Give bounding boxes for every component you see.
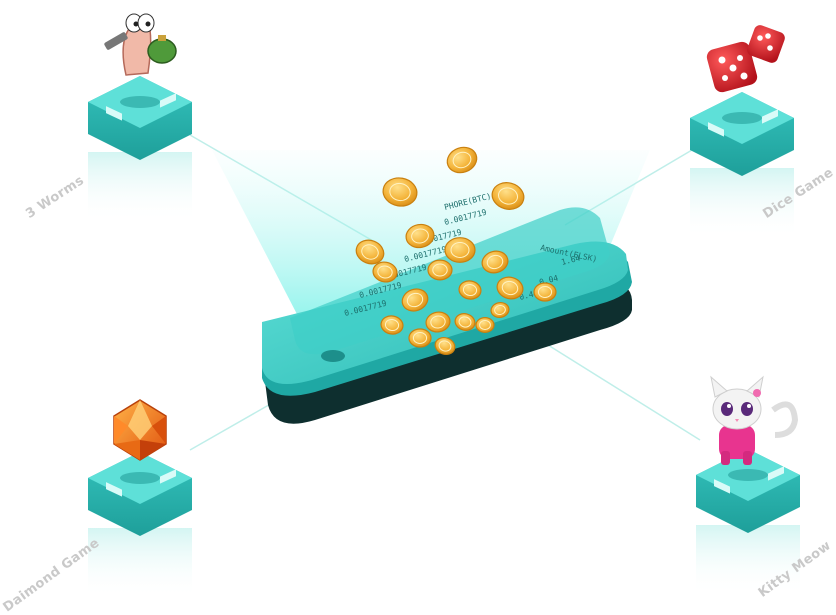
coin bbox=[427, 259, 453, 281]
coin bbox=[491, 182, 525, 210]
coin-ring bbox=[494, 304, 506, 316]
game-pedestal-kitty bbox=[696, 449, 800, 595]
coin bbox=[425, 311, 451, 333]
coin-ring bbox=[406, 292, 424, 308]
coin bbox=[405, 223, 435, 249]
coin-ring bbox=[361, 244, 379, 260]
coin-ring bbox=[377, 265, 393, 279]
coin bbox=[434, 336, 456, 356]
coin-ring bbox=[486, 254, 504, 270]
coin bbox=[355, 239, 385, 265]
coin-ring bbox=[389, 182, 411, 202]
coin-ring bbox=[432, 263, 448, 277]
coin-ring bbox=[450, 242, 470, 258]
coin bbox=[372, 261, 398, 283]
coin-ring bbox=[458, 316, 472, 328]
worm-character-icon bbox=[104, 13, 177, 76]
flying-coins bbox=[355, 146, 557, 356]
coin-ring bbox=[438, 340, 452, 352]
coin bbox=[401, 288, 429, 312]
coin-ring bbox=[497, 187, 519, 205]
game-pedestal-worms bbox=[88, 76, 192, 222]
coin-ring bbox=[384, 318, 400, 332]
coin bbox=[444, 237, 476, 263]
dice-icon bbox=[706, 25, 785, 93]
diamond-gem-icon bbox=[113, 399, 167, 461]
coin-ring bbox=[411, 228, 429, 244]
coin bbox=[490, 301, 510, 319]
coin-ring bbox=[452, 151, 472, 169]
coin bbox=[475, 317, 495, 333]
coin bbox=[496, 276, 524, 300]
coin bbox=[481, 250, 509, 274]
coin bbox=[382, 177, 418, 207]
coin-ring bbox=[462, 283, 478, 297]
coin bbox=[454, 313, 476, 331]
kitty-cat-icon bbox=[710, 375, 799, 465]
game-pedestal-dice bbox=[690, 92, 794, 238]
coin-ring bbox=[479, 320, 491, 330]
home-button bbox=[321, 350, 345, 362]
coin-ring bbox=[430, 315, 446, 329]
coin bbox=[408, 328, 432, 348]
coin bbox=[380, 315, 404, 335]
coin bbox=[446, 146, 478, 174]
coin-ring bbox=[501, 280, 519, 296]
coin-ring bbox=[537, 286, 553, 298]
game-pedestal-diamond bbox=[88, 452, 192, 598]
coin bbox=[533, 282, 557, 302]
coin bbox=[458, 280, 482, 300]
coin-ring bbox=[412, 332, 428, 344]
